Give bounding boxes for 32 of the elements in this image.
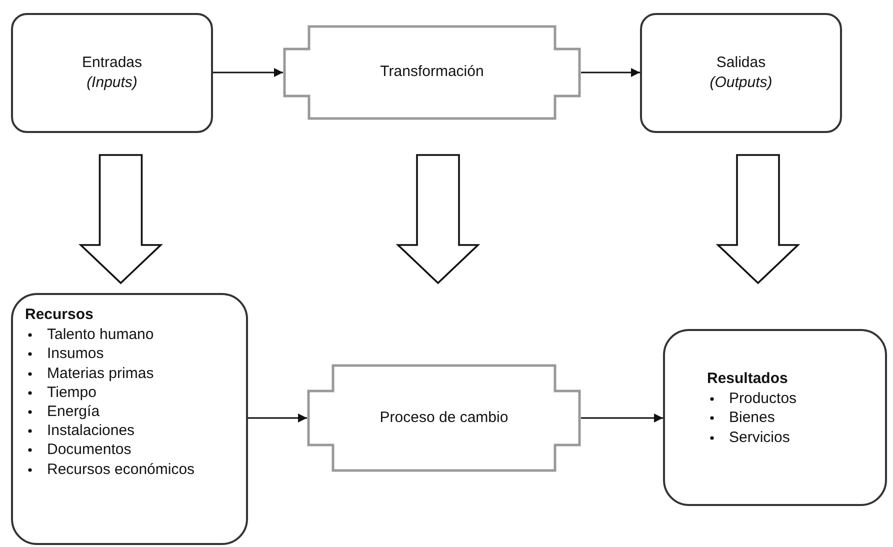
arrow <box>581 414 663 422</box>
list-heading: Resultados <box>707 369 789 389</box>
block-arrow <box>716 154 800 284</box>
list-box <box>663 329 887 506</box>
transformation-shape <box>307 364 581 472</box>
list-item: Energía <box>47 403 100 420</box>
node-label: Proceso de cambio <box>380 408 508 428</box>
list-item: Instalaciones <box>47 422 135 440</box>
list-box <box>11 293 248 545</box>
node-sublabel: (Outputs) <box>710 73 772 93</box>
arrow <box>581 68 640 77</box>
list-item: Talento humano <box>47 326 154 344</box>
node-label: Salidas <box>716 52 766 73</box>
arrow <box>213 68 283 77</box>
list-item: Bienes <box>729 409 775 426</box>
list-item: Servicios <box>729 428 790 446</box>
node-label: Transformación <box>380 62 484 82</box>
list-item: Productos <box>729 390 797 408</box>
block-arrow <box>78 154 163 284</box>
list-item: Tiempo <box>47 384 96 401</box>
list-item: Documentos <box>47 441 132 458</box>
node-sublabel: (Inputs) <box>86 73 138 93</box>
process-box <box>11 13 213 133</box>
node-label: Entradas <box>82 52 142 73</box>
list-item: Recursos económicos <box>47 460 195 478</box>
list-heading: Recursos <box>25 305 94 325</box>
transformation-shape <box>283 25 581 120</box>
list-item: Insumos <box>47 345 104 362</box>
process-box <box>640 13 842 133</box>
block-arrow <box>396 154 480 284</box>
arrow <box>248 414 307 422</box>
list-item: Materias primas <box>47 364 154 382</box>
